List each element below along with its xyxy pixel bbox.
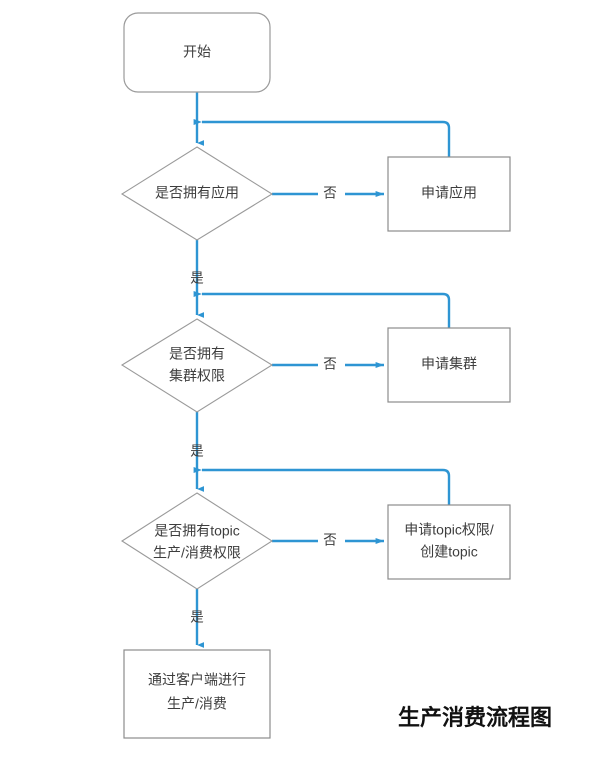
connector-process-topic-loopback [193,467,451,505]
connector-process-cluster-loopback [193,291,451,328]
node-decision-cluster-label-line2: 集群权限 [169,368,225,384]
node-process-topic[interactable]: 申请topic权限/ 创建topic [387,504,511,580]
node-end-client-label-line2: 生产/消费 [167,696,227,712]
node-process-cluster-label: 申请集群 [421,356,477,372]
connector-process-app-loopback [193,119,451,157]
node-process-topic-label-line2: 创建topic [420,544,478,560]
node-process-app-shape [387,156,511,232]
edge-label-decision-app-yes: 是 [190,271,204,286]
node-process-cluster-shape [387,327,511,403]
node-decision-app[interactable]: 是否拥有应用 [120,146,274,241]
diagram-caption: 生产消费流程图 [398,705,552,730]
node-process-app-label: 申请应用 [421,185,477,201]
edge-label-decision-cluster-no: 否 [323,357,337,372]
node-process-topic-label-line1: 申请topic权限/ [404,522,494,538]
node-decision-cluster[interactable]: 是否拥有 集群权限 [120,318,274,413]
edge-label-decision-topic-no: 否 [323,533,337,548]
node-start[interactable]: 开始 [123,12,271,93]
node-process-topic-shape [387,504,511,580]
node-process-cluster[interactable]: 申请集群 [387,327,511,403]
edge-label-decision-cluster-yes: 是 [190,444,204,459]
node-end-client-shape [123,649,271,739]
node-decision-app-shape [120,146,274,241]
node-decision-cluster-shape [120,318,274,413]
node-start-label: 开始 [183,44,211,60]
node-decision-cluster-label-line1: 是否拥有 [169,346,225,362]
node-decision-topic[interactable]: 是否拥有topic 生产/消费权限 [120,492,274,590]
node-end-client[interactable]: 通过客户端进行 生产/消费 [123,649,271,739]
node-start-shape [123,12,271,93]
node-process-app[interactable]: 申请应用 [387,156,511,232]
node-decision-topic-shape [120,492,274,590]
edge-label-decision-topic-yes: 是 [190,610,204,625]
node-end-client-label-line1: 通过客户端进行 [148,672,246,688]
edge-label-decision-app-no: 否 [323,186,337,201]
node-decision-topic-label-line2: 生产/消费权限 [153,545,241,561]
node-decision-topic-label-line1: 是否拥有topic [154,523,240,539]
node-decision-app-label: 是否拥有应用 [155,185,239,201]
